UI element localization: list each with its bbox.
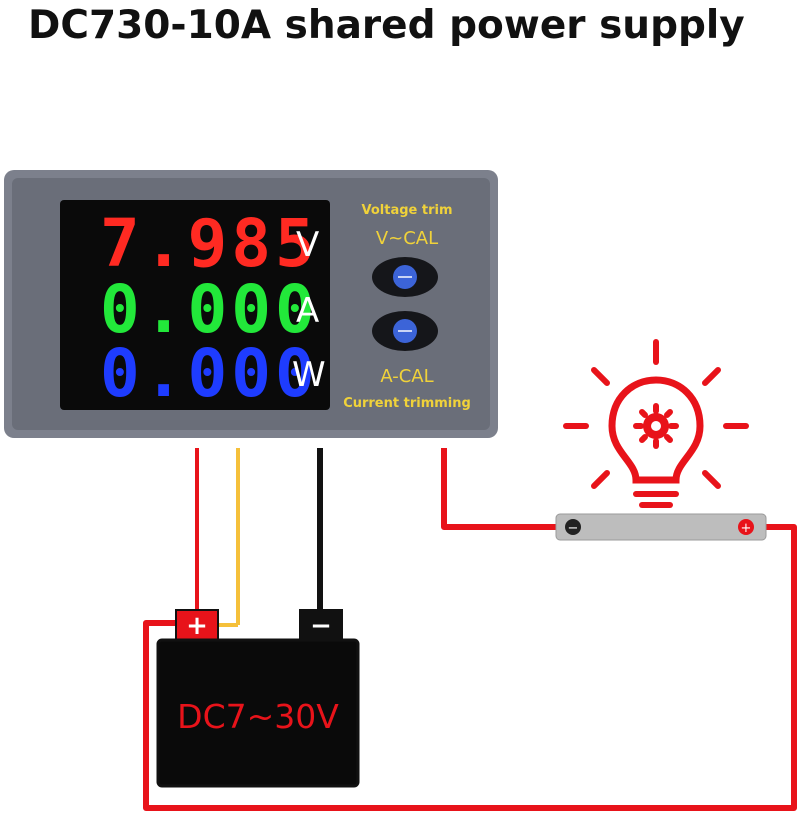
power-digits: 0.000 bbox=[100, 335, 319, 412]
lightbulb-gear-icon bbox=[563, 339, 749, 508]
battery: + − DC7~30V bbox=[156, 609, 360, 788]
current-unit: A bbox=[296, 291, 319, 331]
shunt-positive-symbol: + bbox=[741, 521, 752, 536]
battery-voltage-label: DC7~30V bbox=[177, 697, 339, 736]
power-readout-row: 0.000 W bbox=[100, 335, 326, 412]
power-unit: W bbox=[292, 355, 326, 395]
shunt-positive-terminal bbox=[738, 519, 754, 535]
shunt-negative-symbol: − bbox=[568, 521, 579, 536]
panel-meter: 7.985 V 0.000 A 0.000 W Voltage trim V~C… bbox=[4, 170, 498, 438]
a-cal-label: A-CAL bbox=[380, 366, 433, 387]
voltage-unit: V bbox=[296, 225, 319, 265]
voltage-trim-potentiometer[interactable] bbox=[372, 257, 438, 297]
v-cal-label: V~CAL bbox=[376, 228, 438, 249]
voltage-digits: 7.985 bbox=[100, 205, 319, 282]
current-trim-label: Current trimming bbox=[343, 396, 471, 411]
red-wire-loop bbox=[143, 448, 797, 811]
current-trim-potentiometer[interactable] bbox=[372, 311, 438, 351]
current-digits: 0.000 bbox=[100, 271, 319, 348]
battery-negative-terminal bbox=[299, 609, 343, 641]
battery-negative-symbol: − bbox=[310, 611, 332, 641]
voltage-readout-row: 7.985 V bbox=[100, 205, 319, 282]
battery-positive-symbol: + bbox=[186, 611, 208, 641]
page-title: DC730-10A shared power supply bbox=[28, 3, 745, 48]
voltage-trim-label: Voltage trim bbox=[362, 203, 453, 218]
battery-positive-terminal bbox=[175, 609, 219, 641]
current-readout-row: 0.000 A bbox=[100, 271, 319, 348]
shunt-bar: − + bbox=[555, 513, 767, 541]
battery-body bbox=[156, 638, 360, 788]
display-window bbox=[60, 200, 330, 410]
shunt-negative-terminal bbox=[565, 519, 581, 535]
